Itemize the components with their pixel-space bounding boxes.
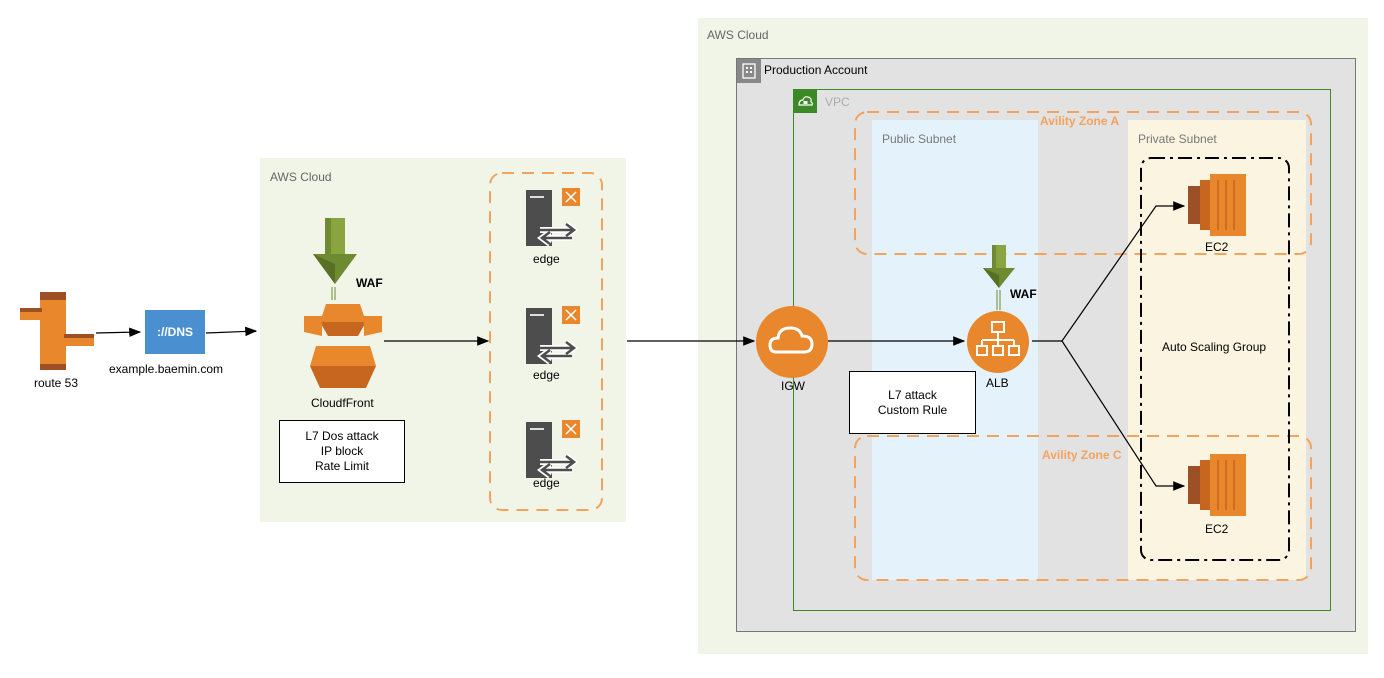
auto-scaling-group-label: Auto Scaling Group <box>1162 340 1267 354</box>
edge-aws-cloud-title: AWS Cloud <box>270 170 332 184</box>
vpc-icon <box>793 89 817 113</box>
edge-server-icon <box>520 304 584 368</box>
cloudfront-waf-note: L7 Dos attack IP block Rate Limit <box>279 420 405 483</box>
availability-zone-c <box>854 435 1312 581</box>
igw-label: IGW <box>781 379 805 393</box>
dns-to-cloudfront-arrow <box>205 326 258 337</box>
dns-icon: ://DNS <box>145 310 205 354</box>
cloudfront-note-line: IP block <box>320 444 364 458</box>
zone-a-label: Avility Zone A <box>1040 114 1120 128</box>
private-subnet-label: Private Subnet <box>1138 132 1217 146</box>
zone-c-label: Avility Zone C <box>1042 448 1122 462</box>
cloudfront-waf-icon <box>313 216 357 288</box>
alb-waf-label: WAF <box>1010 287 1037 301</box>
availability-zone-a <box>854 111 1312 255</box>
ec2-bottom-label: EC2 <box>1205 522 1229 536</box>
account-icon <box>737 59 761 83</box>
dns-domain-label: example.baemin.com <box>109 362 224 376</box>
edge-server-icon <box>520 418 584 482</box>
alb-note-line: L7 attack <box>888 387 937 402</box>
production-account-label: Production Account <box>764 63 868 77</box>
alb-note-line: Custom Rule <box>877 402 948 417</box>
route53-label: route 53 <box>34 376 79 390</box>
route53-icon <box>18 290 98 372</box>
auto-scaling-group-box <box>1140 157 1290 561</box>
cloudfront-icon <box>302 302 384 392</box>
main-aws-cloud-title: AWS Cloud <box>707 28 769 42</box>
cloudfront-waf-label: WAF <box>356 276 383 290</box>
internet-gateway-icon <box>754 304 830 380</box>
cloudfront-note-line: Rate Limit <box>314 459 370 473</box>
edge-label: edge <box>533 476 560 490</box>
alb-to-ec2-top-arrow <box>1032 201 1186 342</box>
alb-waf-note: L7 attack Custom Rule <box>849 371 976 434</box>
route53-to-dns-arrow <box>95 327 142 338</box>
alb-to-ec2-bottom-arrow <box>1061 340 1186 491</box>
ec2-instance-icon <box>1184 172 1248 238</box>
vpc-label: VPC <box>825 95 850 109</box>
ec2-instance-icon <box>1184 452 1248 518</box>
edge-server-icon <box>520 186 584 250</box>
alb-waf-icon <box>983 244 1015 290</box>
cloudfront-note-line: L7 Dos attack <box>305 429 379 443</box>
cloudfront-label: CloudfFront <box>311 396 374 410</box>
edge-label: edge <box>533 368 560 382</box>
load-balancer-icon <box>966 310 1030 374</box>
ec2-top-label: EC2 <box>1205 240 1229 254</box>
edge-locations-group <box>489 172 603 511</box>
edge-label: edge <box>533 252 560 266</box>
alb-label: ALB <box>986 376 1009 390</box>
public-subnet-label: Public Subnet <box>882 132 957 146</box>
